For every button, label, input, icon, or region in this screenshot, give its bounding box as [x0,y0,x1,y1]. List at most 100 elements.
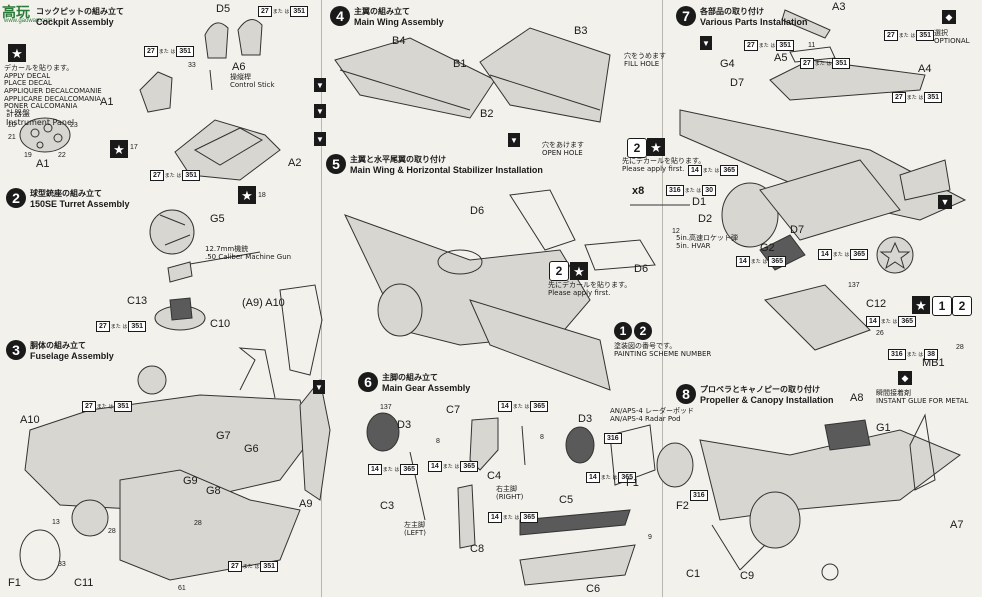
callout-21: 21 [8,134,16,141]
rocket-en: 5in. HVAR [676,241,711,250]
callout-17: 17 [130,144,138,151]
painting-scheme-label: 塗装図の番号です。 PAINTING SCHEME NUMBER [614,342,711,358]
part-A9: A9 [299,498,313,510]
part-A8: A8 [850,392,864,404]
instrument-panel-en: Instrument Panel [6,117,75,127]
apply-first-label: 先にデカールを貼ります。 Please apply first. [548,281,632,297]
paint-code-b: 30 [702,185,717,196]
paint-code-b: 365 [898,316,917,327]
part-B3: B3 [574,25,588,37]
paint-code-a: 14 [688,165,702,176]
paint-code-or: また は [164,173,182,179]
paint-code-a: 27 [892,92,906,103]
decal-note-line: PONER CALCOMANIA [4,102,78,111]
open-hole-jp: 穴をあけます [542,141,584,149]
left-gear-jp: 左主脚 [404,521,425,529]
scheme-2-icon: 2 [634,322,652,340]
paint-code-b: 365 [400,464,419,475]
paint-code-or: また は [702,168,720,174]
part-A1-panel: A1 [36,158,50,170]
part-D3b: D3 [578,413,593,425]
instant-glue-jp: 瞬間接着剤 [876,389,911,397]
step-1-header: コックピットの組み立て Cockpit Assembly [36,6,124,27]
step-6-title-jp: 主脚の組み立て [382,373,438,382]
part-D5: D5 [216,3,231,15]
apply-first-en: Please apply first. [622,164,685,173]
fuselage-diagram [19,284,331,581]
paint-code-or: また は [600,475,618,481]
paint-code-or: また は [158,49,176,55]
callout-28c: 28 [956,344,964,351]
optional-label: 選択 OPTIONAL [934,29,970,45]
callout-137b: 137 [848,282,860,289]
paint-code-b: 365 [530,401,549,412]
paint-code-or: また は [382,467,400,473]
step-7-title-jp: 各部品の取り付け [700,7,764,16]
apply-first-jp: 先にデカールを貼ります。 [548,281,632,289]
fill-hole-jp: 穴をうめます [624,52,666,60]
paint-code-a: 14 [586,472,600,483]
part-A1: A1 [100,96,114,108]
part-D7: D7 [730,77,745,89]
step-3-header: 3 胴体の組み立て Fuselage Assembly [6,340,114,361]
fill-hole-icon: ▼ [700,36,712,50]
instant-glue-label: 瞬間接着剤 INSTANT GLUE FOR METAL [876,389,969,405]
part-D7b: D7 [790,224,805,236]
control-stick-jp: 操縦桿 [230,73,251,81]
part-MB1: MB1 [922,357,945,369]
paint-code-a: 14 [818,249,832,260]
drill-hole-icon: ▼ [314,78,326,92]
paint-code-b: 365 [768,256,787,267]
callout-33: 33 [188,62,196,69]
decal-note-line: APPLY DECAL [4,71,51,80]
rocket-label: 5in.高速ロケット弾 5in. HVAR [676,234,738,250]
star-icon: ★ [8,44,26,62]
right-gear-jp: 右主脚 [496,485,517,493]
drill-hole-icon: ▼ [508,133,520,147]
instant-glue-en: INSTANT GLUE FOR METAL [876,396,969,405]
fill-hole-en: FILL HOLE [624,59,660,68]
step-7-header: 7 各部品の取り付け Various Parts Installation [676,6,808,27]
step-8-header: 8 プロペラとキャノピーの取り付け Propeller & Canopy Ins… [676,384,834,405]
callout-8b: 8 [540,434,544,441]
paint-code-a: 27 [82,401,96,412]
part-D3: D3 [397,419,412,431]
main-wing-diagram [334,27,611,123]
paint-code-b: 351 [260,561,279,572]
right-gear-en: (RIGHT) [496,492,524,501]
part-B1: B1 [453,58,467,70]
part-G8: G8 [206,485,221,497]
propeller-canopy-diagram [699,413,961,581]
part-F2: F2 [676,500,689,512]
radar-pod-en: AN/APS-4 Radar Pod [610,414,681,423]
step-1-title-en: Cockpit Assembly [36,17,114,27]
paint-code-b: 351 [176,46,195,57]
column-divider [321,0,322,597]
main-gear-diagram [366,412,636,586]
paint-code-a: 14 [368,464,382,475]
decal-note-line: APPLICARE DECALCOMANIA [4,94,102,103]
callout-9: 9 [648,534,652,541]
paint-code-a: 14 [498,401,512,412]
part-C13: C13 [127,295,148,307]
step-2-number: 2 [6,188,26,208]
part-G4: G4 [720,58,735,70]
paint-code-b: 365 [850,249,869,260]
part-A2: A2 [288,157,302,169]
part-A6: A6 [232,61,246,73]
part-D1: D1 [692,196,707,208]
paint-code-or: また は [502,515,520,521]
callout-12: 12 [672,228,680,235]
paint-code-or: また は [750,259,768,265]
